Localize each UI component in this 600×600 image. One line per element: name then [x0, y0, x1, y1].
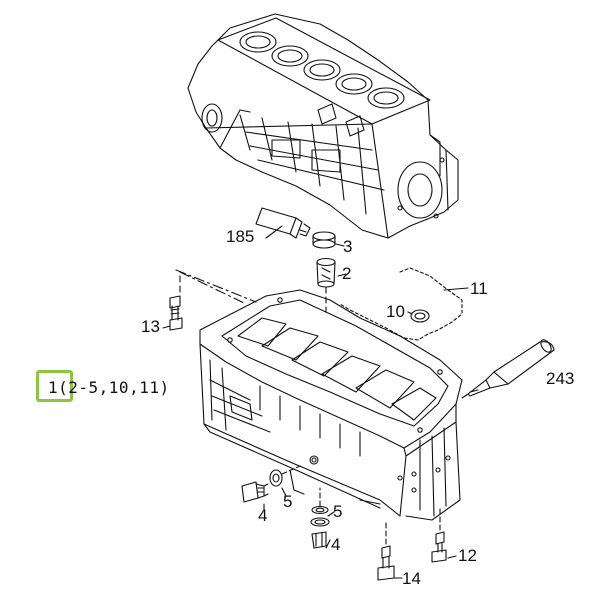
- engine-block-icon[interactable]: [187, 13, 459, 239]
- sleeve-icon[interactable]: [316, 257, 336, 313]
- callout-4-right[interactable]: 4: [331, 535, 341, 554]
- gasket-icon[interactable]: [339, 267, 463, 341]
- bolt-12-icon[interactable]: [431, 505, 447, 563]
- callout-2[interactable]: 2: [342, 264, 352, 283]
- bolt-13-icon[interactable]: [169, 271, 247, 331]
- washer-right-icon[interactable]: [310, 487, 330, 527]
- washer-left-icon[interactable]: [269, 465, 301, 487]
- callout-3[interactable]: 3: [343, 237, 353, 256]
- drain-plug-left-icon[interactable]: [241, 481, 269, 503]
- callout-243[interactable]: 243: [546, 369, 575, 388]
- callout-5-right[interactable]: 5: [333, 502, 343, 521]
- callout-11[interactable]: 11: [470, 279, 488, 298]
- leader-lines: [162, 225, 479, 579]
- drain-plug-right-icon[interactable]: [311, 531, 327, 549]
- callout-185[interactable]: 185: [226, 227, 255, 246]
- bolt-14-icon[interactable]: [377, 521, 395, 581]
- sealant-tube-icon[interactable]: [461, 338, 555, 399]
- callout-4-left[interactable]: 4: [258, 506, 268, 525]
- callout-13[interactable]: 13: [141, 317, 160, 336]
- o-ring-icon[interactable]: [410, 309, 430, 323]
- seal-ring-icon[interactable]: [312, 231, 336, 249]
- sealant-stick-icon[interactable]: [255, 207, 311, 239]
- callout-5-left[interactable]: 5: [283, 492, 293, 511]
- selection-highlight: [36, 370, 73, 402]
- callout-10[interactable]: 10: [386, 302, 405, 321]
- oil-pan-icon[interactable]: [199, 289, 463, 521]
- callout-assembly-1[interactable]: 1(2-5,10,11): [48, 378, 170, 397]
- callout-14[interactable]: 14: [402, 569, 421, 588]
- callout-12[interactable]: 12: [458, 546, 477, 565]
